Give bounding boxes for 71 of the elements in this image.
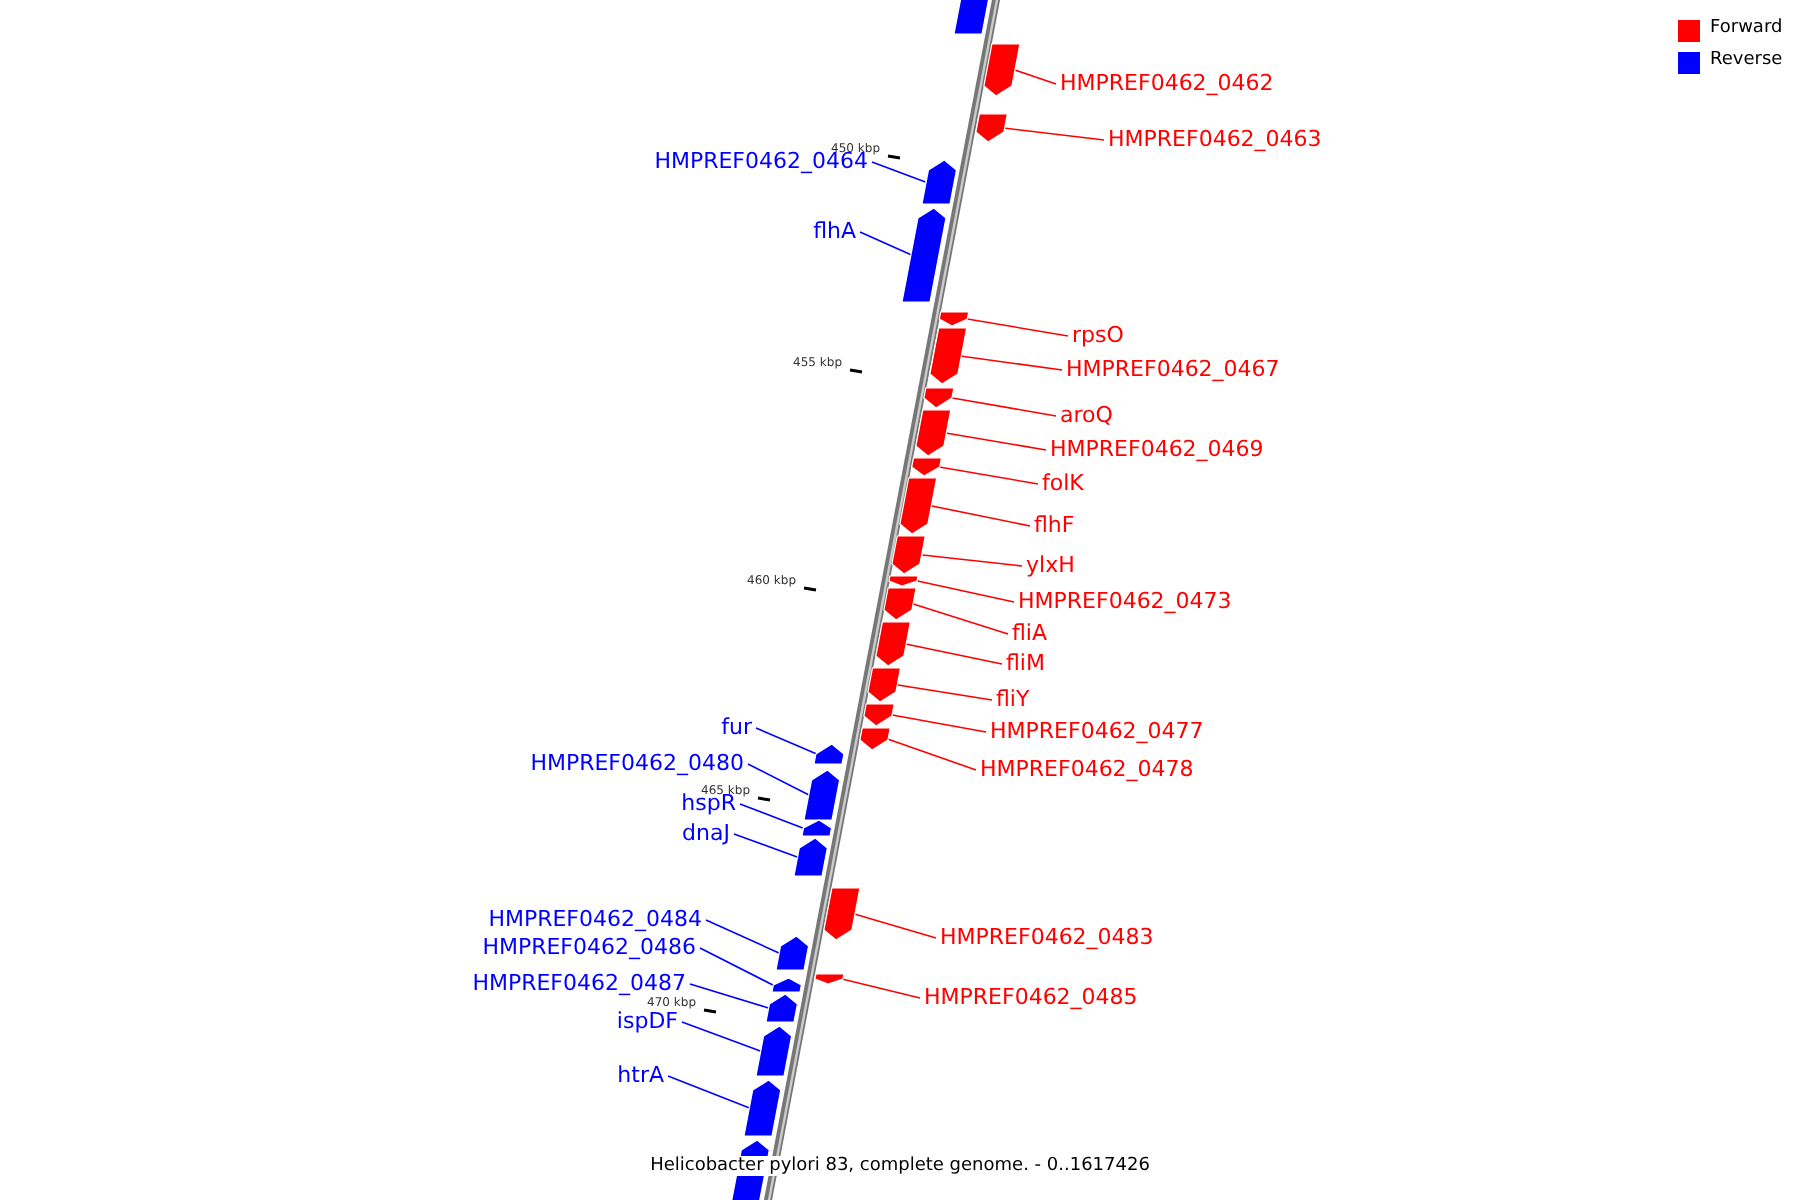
gene-feature	[814, 744, 847, 764]
gene-label: HMPREF0462_0483	[940, 924, 1154, 950]
gene-label: HMPREF0462_0463	[1108, 126, 1322, 152]
gene-feature	[821, 888, 860, 940]
gene-label: HMPREF0462_0462	[1060, 70, 1274, 96]
gene-label: fur	[721, 714, 752, 740]
leader-line	[841, 978, 921, 999]
gene-label: dnaJ	[682, 820, 730, 846]
gene-label: aroQ	[1060, 402, 1113, 428]
gene-label: HMPREF0462_0477	[990, 718, 1204, 744]
leader-line	[886, 738, 977, 771]
gene-label: HMPREF0462_0469	[1050, 436, 1264, 462]
leader-line	[938, 466, 1039, 485]
gene-feature	[813, 974, 843, 984]
leader-line	[739, 803, 804, 829]
leader-line	[689, 983, 770, 1009]
leader-line	[705, 919, 780, 954]
gene-label: HMPREF0462_0480	[530, 750, 744, 776]
leader-line	[931, 505, 1031, 527]
leader-line	[853, 913, 937, 939]
legend-label: Forward	[1710, 18, 1783, 38]
gene-label: ispDF	[616, 1008, 678, 1034]
gene-feature	[981, 44, 1020, 96]
leader-line	[871, 161, 927, 183]
leader-line	[897, 684, 993, 701]
gene-label: fliY	[996, 686, 1030, 712]
leader-line	[755, 727, 818, 755]
gene-label: rpsO	[1072, 322, 1124, 348]
leader-line	[912, 603, 1009, 635]
gene-feature	[775, 936, 811, 970]
leader-line	[1013, 69, 1057, 85]
gene-label: ylxH	[1026, 552, 1075, 578]
gene-label: HMPREF0462_0478	[980, 756, 1194, 782]
gene-feature	[973, 114, 1007, 142]
leader-line	[944, 432, 1047, 451]
gene-label: HMPREF0462_0467	[1066, 356, 1280, 382]
leader-line	[699, 947, 774, 986]
gene-label: HMPREF0462_0473	[1018, 588, 1232, 614]
gene-feature	[857, 728, 890, 750]
gene-feature	[765, 994, 800, 1022]
leader-line	[904, 643, 1003, 665]
gene-feature	[744, 1080, 783, 1136]
leader-line	[921, 554, 1023, 567]
gene-label: flhA	[813, 218, 856, 244]
leader-line	[891, 714, 987, 733]
leader-line	[859, 231, 913, 256]
leader-line	[747, 763, 810, 796]
gene-label: fliA	[1012, 620, 1048, 646]
gene-label: flhF	[1034, 512, 1075, 538]
gene-feature	[862, 704, 895, 726]
gene-label: HMPREF0462_0486	[482, 934, 696, 960]
gene-feature	[953, 0, 992, 34]
gene-feature	[873, 622, 910, 666]
gene-feature	[866, 668, 902, 702]
leader-line	[1002, 127, 1105, 141]
gene-label: fliM	[1006, 650, 1045, 676]
gene-feature	[921, 160, 958, 204]
gene-label: HMPREF0462_0485	[924, 984, 1138, 1010]
legend-label: Reverse	[1710, 50, 1783, 70]
leader-line	[951, 397, 1057, 417]
leader-line	[733, 833, 798, 858]
leader-line	[959, 355, 1063, 371]
leader-line	[667, 1075, 751, 1109]
gene-label: htrA	[617, 1062, 664, 1088]
gene-feature	[755, 1026, 794, 1076]
leader-line	[681, 1021, 762, 1052]
leader-line	[966, 318, 1069, 337]
leader-line	[916, 580, 1015, 603]
gene-label: HMPREF0462_0484	[488, 906, 702, 932]
gene-label: HMPREF0462_0487	[472, 970, 686, 996]
gene-label: folK	[1042, 470, 1084, 496]
